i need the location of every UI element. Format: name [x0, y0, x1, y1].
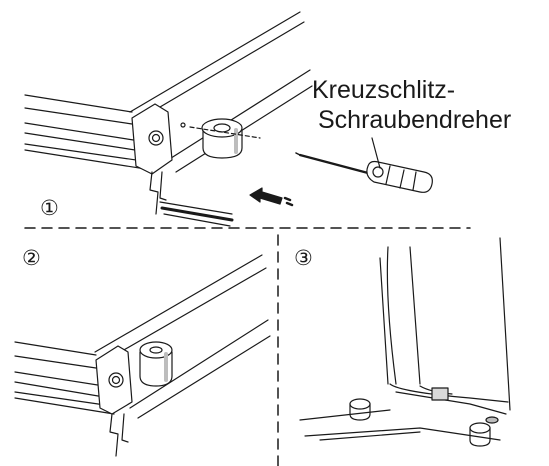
step-1-marker: ①: [40, 197, 59, 220]
cabinet-foot-right: [469, 416, 499, 447]
cabinet-foot-left: [349, 398, 371, 421]
panel-1-drawing: [24, 11, 433, 227]
screwdriver: [295, 137, 433, 193]
step-2-marker: ②: [22, 247, 41, 270]
tool-label-line-2: Schraubendreher: [318, 106, 512, 134]
insert-arrow: [249, 187, 294, 207]
tool-label-line-1: Kreuzschlitz-: [312, 76, 456, 104]
step-3-marker: ③: [294, 247, 313, 270]
foot-cylinder: [201, 118, 243, 159]
panel-2-drawing: [14, 254, 271, 457]
mounted-foot: [139, 341, 173, 387]
panel-3-drawing: [299, 237, 511, 447]
